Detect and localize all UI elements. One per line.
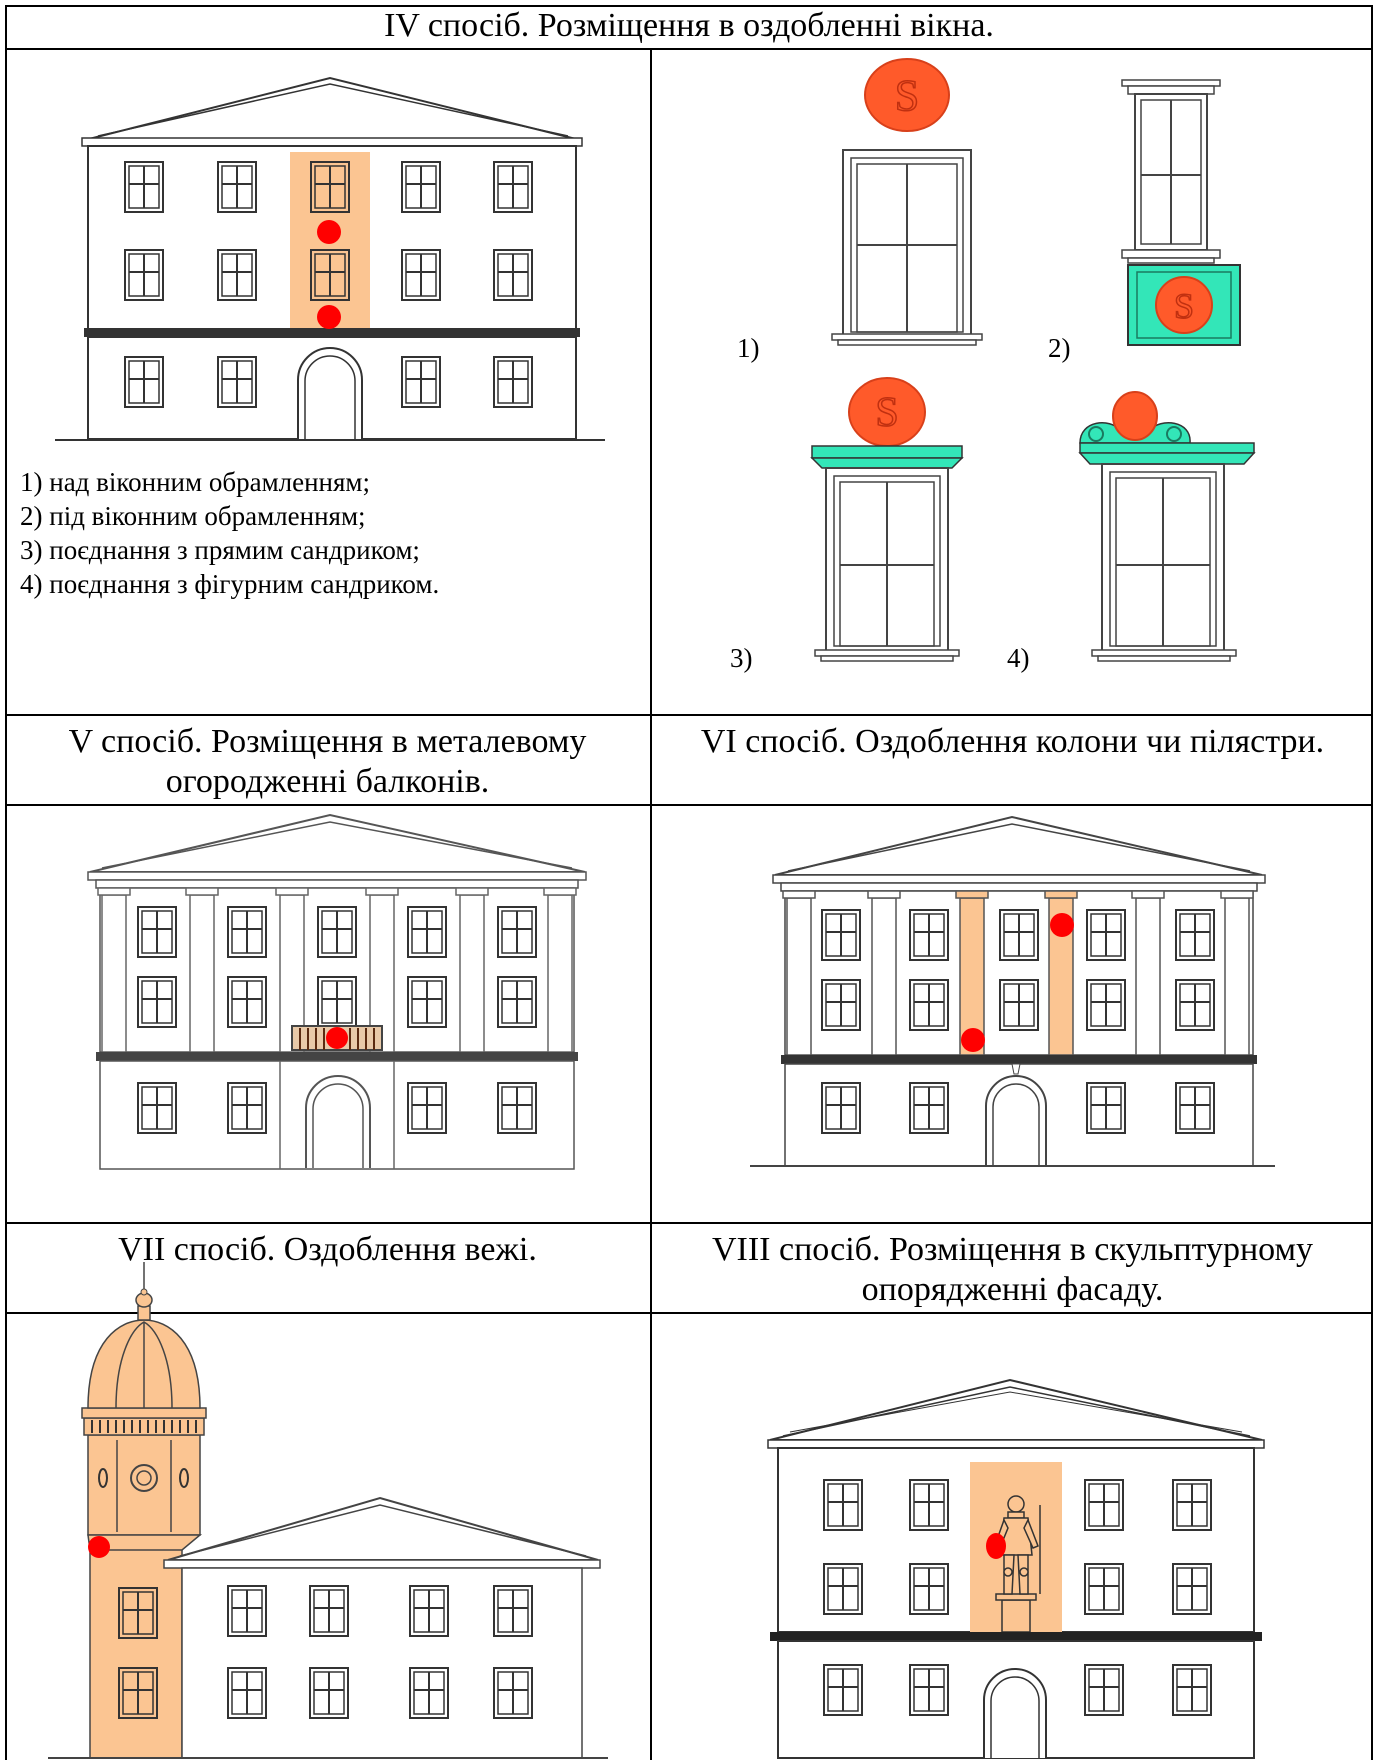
section-viii-title-line2: опорядженні фасаду. xyxy=(861,1271,1164,1308)
section-vi-title: VI спосіб. Оздоблення колони чи пілястри… xyxy=(700,723,1325,760)
section-iv-title: IV спосіб. Розміщення в оздобленні вікна… xyxy=(384,7,994,44)
section-viii-title: VIII спосіб. Розміщення в скульптурному … xyxy=(652,1230,1373,1310)
building-vii xyxy=(48,1262,608,1759)
s-letter-emblem-icon: S xyxy=(875,390,898,436)
building-viii xyxy=(767,1378,1265,1759)
placement-marker xyxy=(1050,913,1074,937)
window-variant-3: S xyxy=(810,377,964,662)
row-divider xyxy=(5,48,1373,50)
list-item: 1) над віконним обрамленням; xyxy=(20,467,371,497)
section-v-title-line2: огородженні балконів. xyxy=(165,763,490,800)
section-viii-title-line1: VIII спосіб. Розміщення в скульптурному xyxy=(711,1231,1314,1268)
window-label-2: 2) xyxy=(1048,333,1071,363)
placement-options-list: 1) над віконним обрамленням; 2) під віко… xyxy=(20,465,439,601)
window-label-1: 1) xyxy=(737,333,760,363)
section-vii-title: VII спосіб. Оздоблення вежі. xyxy=(118,1231,537,1268)
row-divider xyxy=(5,1312,1373,1314)
row-divider xyxy=(5,714,1373,716)
s-letter-emblem-icon: S xyxy=(895,71,919,120)
list-item: 3) поєднання з прямим сандриком; xyxy=(20,535,420,565)
section-v-title: V спосіб. Розміщення в металевому огород… xyxy=(5,722,650,802)
placement-marker xyxy=(317,305,341,329)
building-v xyxy=(87,813,587,1170)
list-item: 2) під віконним обрамленням; xyxy=(20,501,366,531)
placement-marker xyxy=(326,1027,348,1049)
row-divider xyxy=(5,1222,1373,1224)
window-variant-2: S xyxy=(1121,79,1241,346)
section-v-title-line1: V спосіб. Розміщення в металевому xyxy=(68,723,587,760)
window-variant-1: S xyxy=(831,58,983,346)
row-divider xyxy=(5,804,1373,806)
s-letter-emblem-icon: S xyxy=(1174,286,1194,326)
tower-highlight xyxy=(89,1537,183,1759)
column-divider xyxy=(650,48,652,1760)
placement-marker xyxy=(961,1028,985,1052)
building-vi xyxy=(750,815,1275,1167)
window-label-4: 4) xyxy=(1007,643,1030,673)
placement-marker xyxy=(317,220,341,244)
balcony-railing xyxy=(291,1025,383,1051)
window-label-3: 3) xyxy=(730,643,753,673)
placement-marker xyxy=(986,1533,1006,1559)
placement-marker xyxy=(88,1536,110,1558)
window-variant-4 xyxy=(1078,391,1256,662)
building-iv xyxy=(55,76,605,441)
list-item: 4) поєднання з фігурним сандриком. xyxy=(20,569,440,599)
table-frame xyxy=(5,5,1373,1760)
